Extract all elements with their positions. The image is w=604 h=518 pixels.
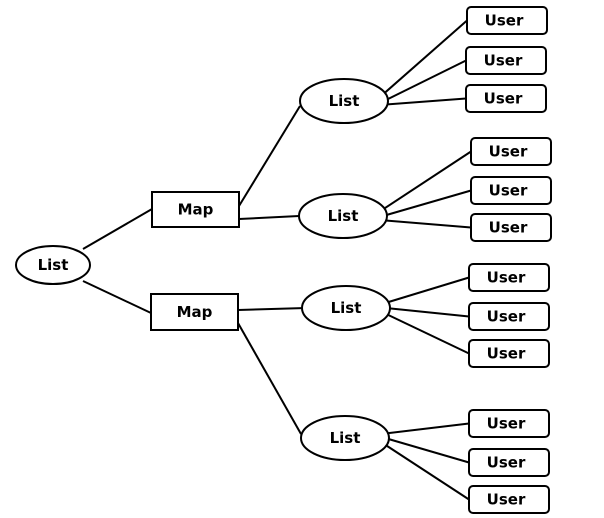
user-node-1-1: [466, 6, 548, 35]
root-list-node: [15, 245, 91, 285]
edge-list-3-user-1: [381, 276, 470, 305]
edges: [82, 19, 472, 501]
edge-list-2-user-1: [378, 150, 472, 213]
edge-list-1-user-2: [383, 59, 467, 102]
user-node-3-1: [468, 263, 550, 292]
user-node-1-2: [465, 46, 547, 75]
user-node-4-3: [468, 485, 550, 514]
nodes: ListMapMapListListListListUserUserUserUs…: [15, 6, 552, 514]
edge-list-3-user-2: [385, 307, 470, 318]
list-label-2: List: [328, 207, 359, 225]
edge-list-4-user-3: [380, 441, 470, 501]
user-label-2-3: User: [489, 219, 528, 237]
edge-map-list-1: [238, 105, 301, 207]
edge-root-map-2: [82, 280, 152, 314]
list-node-3: [301, 285, 391, 331]
user-label-4-2: User: [487, 454, 526, 472]
user-node-4-1: [468, 409, 550, 438]
user-node-3-2: [468, 302, 550, 331]
edge-map-list-2: [238, 215, 300, 220]
user-node-1-3: [465, 84, 547, 113]
root-list-label: List: [38, 256, 69, 274]
user-label-4-1: User: [487, 415, 526, 433]
edge-root-map-1: [82, 208, 153, 250]
edge-list-1-user-1: [379, 19, 468, 98]
user-label-3-2: User: [487, 308, 526, 326]
edge-map-list-3: [237, 307, 307, 311]
user-node-2-3: [470, 213, 552, 242]
map-node-2: [150, 293, 239, 331]
user-node-4-2: [468, 448, 550, 477]
user-node-3-3: [468, 339, 550, 368]
edge-list-2-user-2: [382, 189, 472, 217]
edge-list-1-user-3: [379, 97, 467, 106]
user-label-4-3: User: [487, 491, 526, 509]
user-node-2-1: [470, 137, 552, 166]
edge-list-4-user-1: [380, 422, 470, 435]
edge-map-list-4: [237, 322, 302, 435]
list-label-4: List: [330, 429, 361, 447]
map-label-2: Map: [177, 303, 213, 321]
map-node-1: [151, 191, 240, 228]
list-label-1: List: [329, 92, 360, 110]
list-node-4: [300, 415, 390, 461]
map-label-1: Map: [178, 201, 214, 219]
edge-list-3-user-3: [381, 311, 470, 355]
list-label-3: List: [331, 299, 362, 317]
list-node-1: [299, 78, 389, 124]
user-label-3-1: User: [487, 269, 526, 287]
user-node-2-2: [470, 176, 552, 205]
list-node-2: [298, 193, 388, 239]
user-label-2-2: User: [489, 182, 528, 200]
edge-list-4-user-2: [384, 437, 470, 464]
user-label-1-2: User: [484, 52, 523, 70]
user-label-2-1: User: [489, 143, 528, 161]
user-label-1-1: User: [485, 12, 524, 30]
edge-list-2-user-3: [378, 219, 472, 229]
user-label-1-3: User: [484, 90, 523, 108]
user-label-3-3: User: [487, 345, 526, 363]
